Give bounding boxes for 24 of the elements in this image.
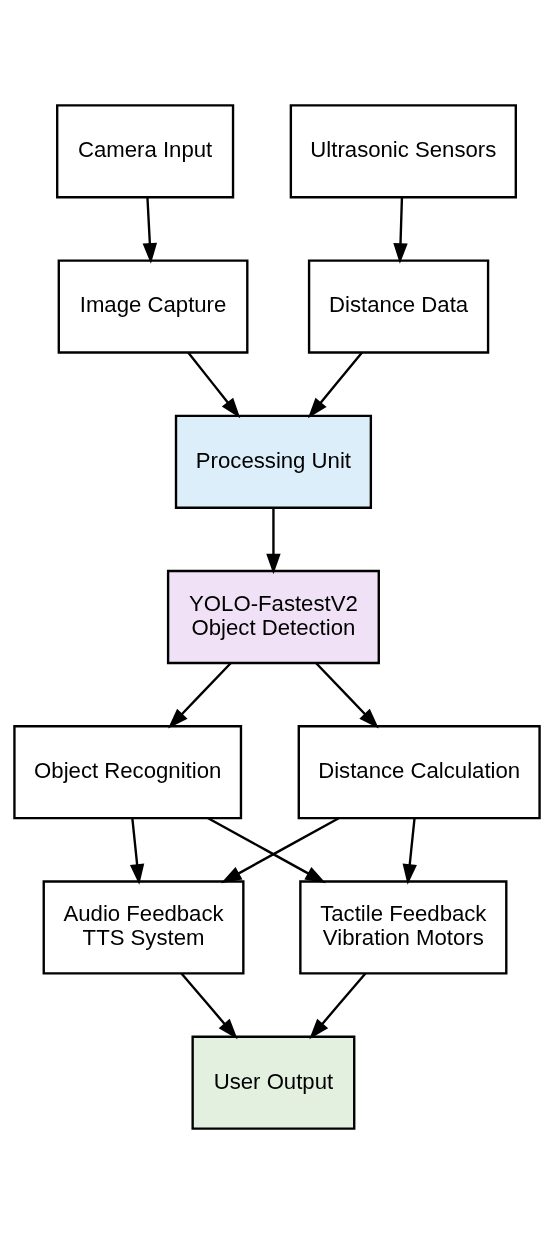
node-box: Distance Data bbox=[307, 258, 490, 354]
arrow bbox=[207, 816, 326, 883]
node-box: Ultrasonic Sensors bbox=[289, 103, 517, 198]
node-box: User Output bbox=[191, 1035, 356, 1130]
arrow bbox=[309, 972, 367, 1039]
arrow bbox=[315, 661, 379, 729]
node-box: Image Capture bbox=[57, 258, 249, 354]
arrow bbox=[129, 817, 145, 885]
arrow bbox=[187, 351, 241, 418]
arrow bbox=[142, 196, 158, 264]
node-box: Object Recognition bbox=[13, 724, 243, 819]
node-box: Camera Input bbox=[56, 103, 235, 198]
arrow bbox=[393, 196, 408, 264]
arrow bbox=[307, 351, 363, 418]
node-box: Processing Unit bbox=[174, 414, 373, 509]
arrow bbox=[180, 972, 238, 1039]
node-box: Tactile Feedback Vibration Motors bbox=[299, 879, 508, 975]
node-box: Audio Feedback TTS System bbox=[42, 879, 245, 975]
arrow bbox=[402, 817, 417, 885]
arrow bbox=[220, 816, 340, 883]
arrow bbox=[168, 661, 232, 729]
node-box: YOLO-FastestV2 Object Detection bbox=[166, 569, 380, 664]
node-box: Distance Calculation bbox=[297, 724, 541, 819]
arrow bbox=[266, 507, 281, 574]
